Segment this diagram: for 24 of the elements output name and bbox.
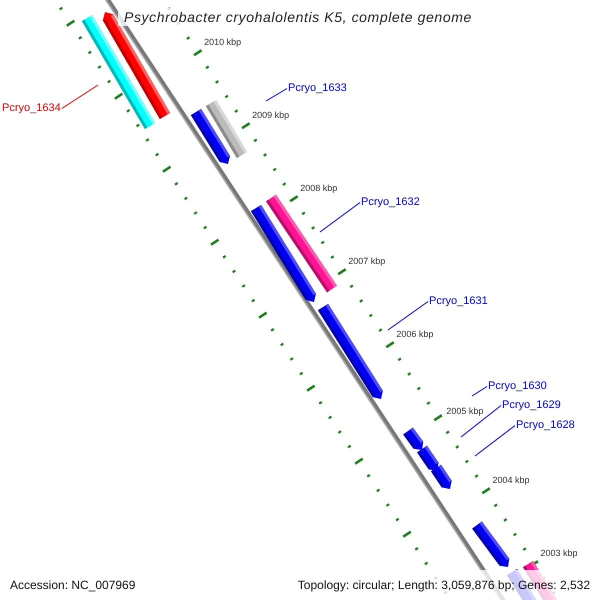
leader-line: [472, 386, 488, 396]
leader-line: [388, 301, 428, 330]
gene-label: Pcryo_1634: [2, 102, 61, 115]
tick-label: 2005 kbp: [446, 406, 484, 416]
gene-label: Pcryo_1629: [502, 399, 561, 412]
tick-label: 2007 kbp: [348, 256, 386, 266]
gene-label: Pcryo_1631: [429, 295, 488, 308]
genome-info: Topology: circular; Length: 3,059,876 bp; Genes: 2,532: [298, 578, 590, 592]
tick-label: 2006 kbp: [396, 328, 434, 340]
gene-label: Pcryo_1632: [361, 196, 420, 209]
leader-line: [474, 425, 516, 456]
tick-label: 2004 kbp: [492, 474, 530, 486]
tick-label: 2008 kbp: [300, 182, 338, 194]
leader-line: [266, 88, 288, 102]
leader-line: [460, 405, 502, 438]
gene-label: Pcryo_1628: [516, 419, 575, 432]
leader-line: [320, 202, 360, 232]
tick-label: 2003 kbp: [540, 548, 578, 558]
gene-label: Pcryo_1630: [488, 380, 547, 393]
gene-label: Pcryo_1633: [288, 82, 347, 95]
genome-info: Accession: NC_007969: [10, 578, 136, 592]
tick-label: 2010 kbp: [204, 36, 242, 48]
leader-line: [61, 84, 98, 109]
tick-label: 2009 kbp: [252, 110, 290, 120]
